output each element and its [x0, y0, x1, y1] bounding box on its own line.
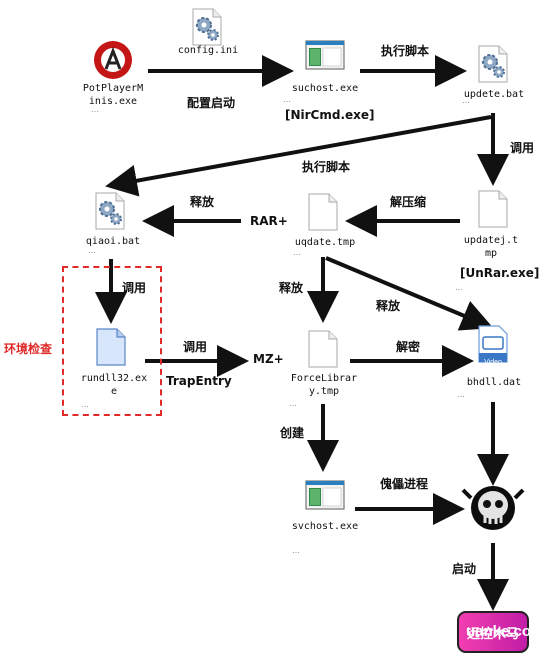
skull-icon [461, 486, 525, 530]
rundll-filename: rundll32.exe [80, 373, 148, 397]
uqdate-filename: uqdate.tmp [294, 237, 356, 248]
updete-gear-file-icon [478, 45, 508, 83]
suchost-exe-window-icon [305, 40, 345, 70]
arrow-uqdate-bhdll [325, 256, 494, 331]
rat-node: 远控木马 [457, 611, 529, 653]
edge-label-diaoyong3: 调用 [183, 340, 208, 354]
unrar-label: [UnRar.exe] [460, 266, 540, 280]
nircmd-label: [NirCmd.exe] [285, 108, 375, 122]
rat-label: 远控木马 [466, 627, 519, 642]
tick-mark: … [283, 95, 291, 104]
edge-label-shifang1: 释放 [190, 195, 215, 209]
edge-label-diaoyong1: 调用 [510, 141, 535, 155]
uqdate-blank-file-icon [308, 193, 338, 231]
qiaoi-filename: qiaoi.bat [85, 236, 141, 247]
rundll-blue-file-icon [96, 328, 126, 366]
tick-mark: … [455, 283, 463, 292]
edge-label-qidong: 启动 [452, 562, 477, 576]
bhdll-filename: bhdll.dat [466, 377, 522, 388]
tick-mark: … [91, 105, 99, 114]
edge-label-zhixing1: 执行脚本 [381, 44, 430, 58]
edge-label-jieyasuo: 解压缩 [390, 195, 427, 209]
edge-label-shifang2: 释放 [279, 281, 304, 295]
edge-label-peizhi: 配置启动 [187, 96, 236, 110]
tick-mark: … [462, 96, 470, 105]
tick-mark: … [457, 390, 465, 399]
svchost-exe-window-icon [305, 480, 345, 510]
svchost-filename: svchost.exe [291, 521, 359, 532]
qiaoi-gear-file-icon [95, 192, 125, 230]
suchost-filename: suchost.exe [291, 83, 359, 94]
edge-label-shifang3: 释放 [376, 299, 401, 313]
tick-mark: … [81, 400, 89, 409]
env-check-label: 环境检查 [4, 342, 53, 356]
edge-label-chuangjian: 创建 [280, 426, 305, 440]
tick-mark: … [88, 246, 96, 255]
tick-mark: … [293, 248, 301, 257]
forcelib-blank-file-icon [308, 330, 338, 368]
watermark: uanke.com [466, 623, 545, 640]
edge-label-rar: RAR+ [250, 214, 288, 228]
updete-filename: updete.bat [463, 89, 525, 100]
tick-mark: … [289, 399, 297, 408]
env-check-box [62, 266, 162, 416]
tick-mark: … [292, 546, 300, 555]
edge-label-mz: MZ+ [253, 352, 284, 366]
updatej-blank-file-icon [478, 190, 508, 228]
arrow-updete-qiaoi [105, 115, 492, 197]
potplayer-logo-icon [94, 41, 132, 79]
edge-label-kuilei: 傀儡进程 [380, 477, 429, 491]
config-gear-file-icon [192, 8, 222, 46]
edge-label-trapentry: TrapEntry [166, 374, 232, 388]
forcelib-filename: ForceLibrary.tmp [290, 373, 358, 397]
edge-label-diaoyong2: 调用 [122, 281, 147, 295]
potplayer-filename: PotPlayerMinis.exe [82, 83, 144, 107]
edge-label-zhixing2: 执行脚本 [302, 160, 351, 174]
edge-label-jiemi: 解密 [396, 340, 421, 354]
video-badge-label: Video [484, 359, 502, 366]
bhdll-video-file-icon [478, 325, 508, 363]
updatej-filename: updatej.tmp [463, 235, 519, 259]
config-filename: config.ini [177, 45, 239, 56]
